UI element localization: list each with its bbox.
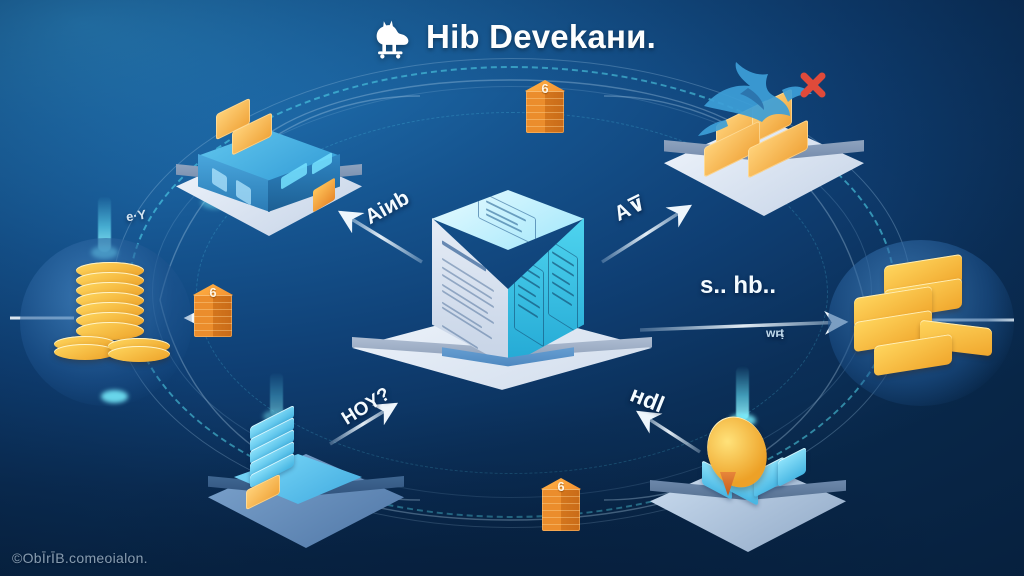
- token-bottom[interactable]: 6: [538, 478, 584, 536]
- token-left[interactable]: 6: [190, 284, 236, 342]
- label-left-small: e·Y: [125, 206, 148, 225]
- node-top-right[interactable]: [664, 60, 884, 220]
- label-right-sub: wr̶ṭ: [766, 326, 784, 340]
- node-right[interactable]: [828, 240, 1018, 406]
- coin-stack-icon: [108, 346, 170, 362]
- node-top-left[interactable]: [176, 92, 372, 242]
- page-title: Hib Devekaни.: [426, 18, 656, 55]
- document-body: [432, 190, 584, 380]
- donkey-logo-icon: [376, 20, 409, 59]
- node-left[interactable]: [20, 238, 200, 406]
- splash-bird-icon: [698, 62, 826, 136]
- coin-stack-icon: [54, 344, 116, 360]
- token-top[interactable]: 6: [522, 80, 568, 138]
- x-badge-icon: [800, 72, 826, 98]
- central-document-monolith[interactable]: [352, 190, 652, 420]
- label-right: s.. hb..: [700, 272, 777, 299]
- node-bottom-right[interactable]: [650, 408, 860, 554]
- watermark: ©ObĪrĪB.comeoialon.: [12, 550, 148, 566]
- node-bottom-left[interactable]: [208, 404, 418, 550]
- page-header: Hib Devekaни.: [0, 14, 1024, 60]
